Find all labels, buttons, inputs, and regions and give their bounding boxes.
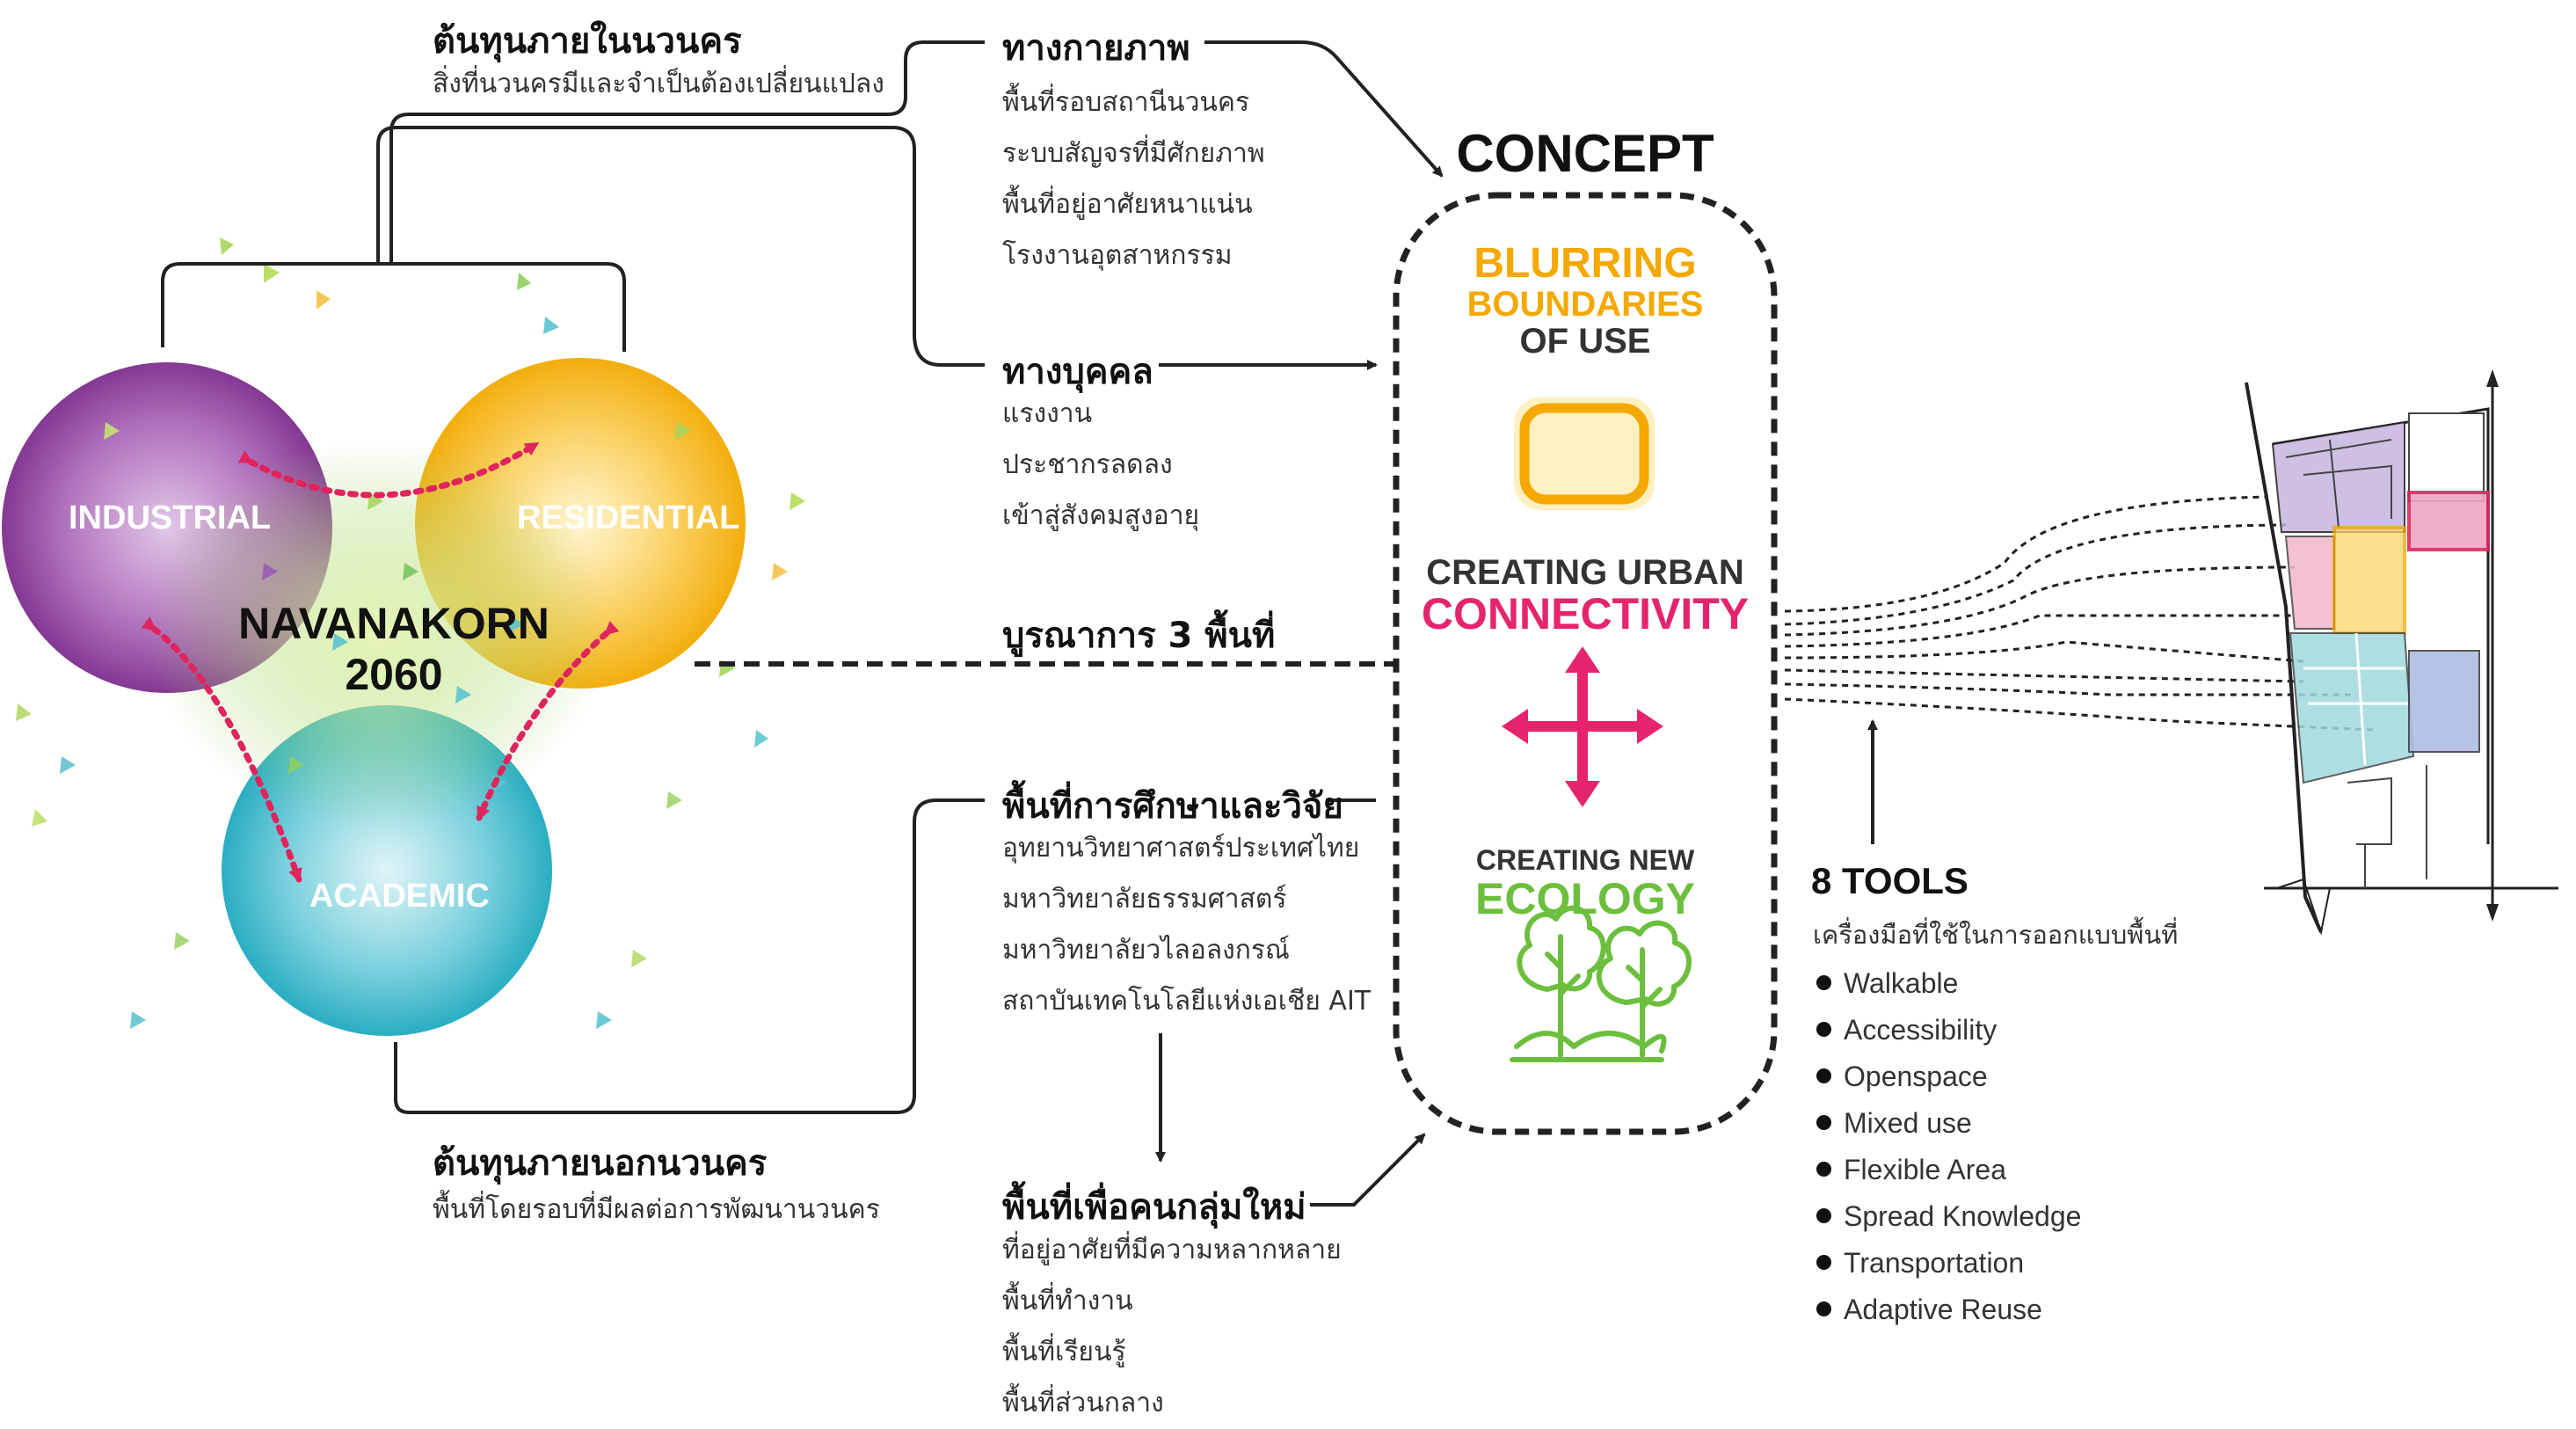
tool-item-label: Walkable	[1844, 967, 1959, 999]
tools-list: Walkable Accessibility Openspace Mixed u…	[1816, 960, 2081, 1333]
people-item: แรงงาน	[1002, 398, 1093, 429]
creating-connectivity: CREATING URBAN CONNECTIVITY	[1396, 554, 1774, 638]
people-item: เข้าสู่สังคมสูงอายุ	[1002, 500, 1200, 531]
connectivity-icon	[1502, 646, 1663, 807]
tool-item-label: Spread Knowledge	[1844, 1200, 2082, 1232]
integration-title: บูรณาการ 3 พื้นที่	[1002, 616, 1276, 656]
tool-item: Openspace	[1816, 1054, 2081, 1100]
industrial-label: INDUSTRIAL	[69, 499, 272, 536]
venn-center-title: NAVANAKORN 2060	[236, 598, 552, 700]
tool-item-label: Flexible Area	[1844, 1154, 2006, 1185]
tool-item: Flexible Area	[1816, 1147, 2081, 1193]
tool-item: Walkable	[1816, 960, 2081, 1007]
tool-item-label: Accessibility	[1844, 1014, 1997, 1046]
tool-item: Mixed use	[1816, 1100, 2081, 1147]
new-group-title: พื้นที่เพื่อคนกลุ่มใหม่	[1002, 1187, 1306, 1228]
blurring-icon	[1514, 397, 1655, 510]
tool-item-label: Openspace	[1844, 1061, 1988, 1092]
tools-subtitle: เครื่องมือที่ใช้ในการออกแบบพื้นที่	[1813, 920, 2179, 950]
physical-item: โรงงานอุตสาหกรรม	[1002, 240, 1233, 271]
tool-item-label: Adaptive Reuse	[1844, 1294, 2042, 1325]
site-map	[2245, 369, 2558, 936]
education-item: อุทยานวิทยาศาสตร์ประเทศไทย	[1002, 833, 1360, 864]
ecology-line1: CREATING NEW	[1475, 844, 1695, 876]
residential-label: RESIDENTIAL	[517, 499, 740, 536]
concept-frame	[1393, 192, 1778, 1135]
academic-label: ACADEMIC	[309, 878, 490, 915]
venn-diagram	[2, 237, 805, 1036]
people-item: ประชากรลดลง	[1002, 449, 1173, 480]
blurring-boundaries: BLURRING BOUNDARIES OF USE	[1396, 240, 1774, 361]
new-group-item: ที่อยู่อาศัยที่มีความหลากหลาย	[1002, 1235, 1342, 1265]
venn-center-line2: 2060	[345, 650, 443, 699]
blurring-line2: BOUNDARIES	[1466, 285, 1704, 324]
ecology-line2: ECOLOGY	[1474, 873, 1696, 923]
bullet-icon	[1816, 1115, 1831, 1131]
bullet-icon	[1816, 1022, 1831, 1038]
tool-item: Accessibility	[1816, 1007, 2081, 1054]
creating-ecology: CREATING NEW ECOLOGY	[1396, 844, 1774, 923]
tools-title: 8 TOOLS	[1811, 860, 1968, 901]
bullet-icon	[1816, 1068, 1831, 1084]
bullet-icon	[1816, 975, 1831, 991]
education-item: มหาวิทยาลัยธรรมศาสตร์	[1002, 884, 1287, 915]
internal-capital-subtitle: สิ่งที่นวนครมีและจำเป็นต้องเปลี่ยนแปลง	[433, 69, 884, 99]
new-group-item: พื้นที่เรียนรู้	[1002, 1337, 1126, 1367]
tool-item: Adaptive Reuse	[1816, 1287, 2081, 1333]
flow-arrows	[141, 441, 620, 883]
new-group-item: พื้นที่ส่วนกลาง	[1002, 1388, 1164, 1418]
new-group-item: พื้นที่ทำงาน	[1002, 1286, 1133, 1316]
venn-center-line1: NAVANAKORN	[238, 599, 549, 648]
concept-title: CONCEPT	[1456, 124, 1714, 183]
blurring-line3: OF USE	[1519, 322, 1651, 361]
tool-item: Transportation	[1816, 1240, 2081, 1287]
physical-item: พื้นที่อยู่อาศัยหนาแน่น	[1002, 189, 1253, 220]
new-group-list: ที่อยู่อาศัยที่มีความหลากหลาย พื้นที่ทำง…	[1002, 1225, 1342, 1429]
connectivity-line2: CONNECTIVITY	[1421, 589, 1750, 638]
education-title: พื้นที่การศึกษาและวิจัย	[1002, 786, 1343, 827]
physical-list: พื้นที่รอบสถานีนวนคร ระบบสัญจรที่มีศักยภ…	[1002, 77, 1265, 281]
internal-capital-title: ต้นทุนภายในนวนคร	[433, 21, 742, 62]
people-list: แรงงาน ประชากรลดลง เข้าสู่สังคมสูงอายุ	[1002, 389, 1199, 542]
physical-item: พื้นที่รอบสถานีนวนคร	[1002, 87, 1250, 118]
bullet-icon	[1816, 1301, 1831, 1317]
education-item: สถาบันเทคโนโลยีแห่งเอเชีย AIT	[1002, 986, 1372, 1017]
connectivity-line1: CREATING URBAN	[1426, 553, 1744, 592]
bullet-icon	[1816, 1208, 1831, 1224]
external-capital-title: ต้นทุนภายนอกนวนคร	[433, 1143, 768, 1184]
ecology-icon	[1510, 905, 1692, 1062]
bullet-icon	[1816, 1255, 1831, 1271]
education-list: อุทยานวิทยาศาสตร์ประเทศไทย มหาวิทยาลัยธร…	[1002, 823, 1371, 1027]
tool-item: Spread Knowledge	[1816, 1193, 2081, 1240]
bullet-icon	[1816, 1162, 1831, 1177]
tool-item-label: Mixed use	[1844, 1107, 1972, 1139]
physical-item: ระบบสัญจรที่มีศักยภาพ	[1002, 138, 1265, 169]
tool-pointer-lines	[1784, 495, 2375, 732]
people-title: ทางบุคคล	[1002, 352, 1153, 392]
external-capital-subtitle: พื้นที่โดยรอบที่มีผลต่อการพัฒนานวนคร	[433, 1194, 880, 1225]
physical-title: ทางกายภาพ	[1002, 28, 1190, 69]
connector-lines	[161, 40, 1878, 1207]
education-item: มหาวิทยาลัยวไลอลงกรณ์	[1002, 935, 1290, 966]
blurring-line1: BLURRING	[1474, 240, 1697, 287]
tool-item-label: Transportation	[1844, 1247, 2025, 1279]
